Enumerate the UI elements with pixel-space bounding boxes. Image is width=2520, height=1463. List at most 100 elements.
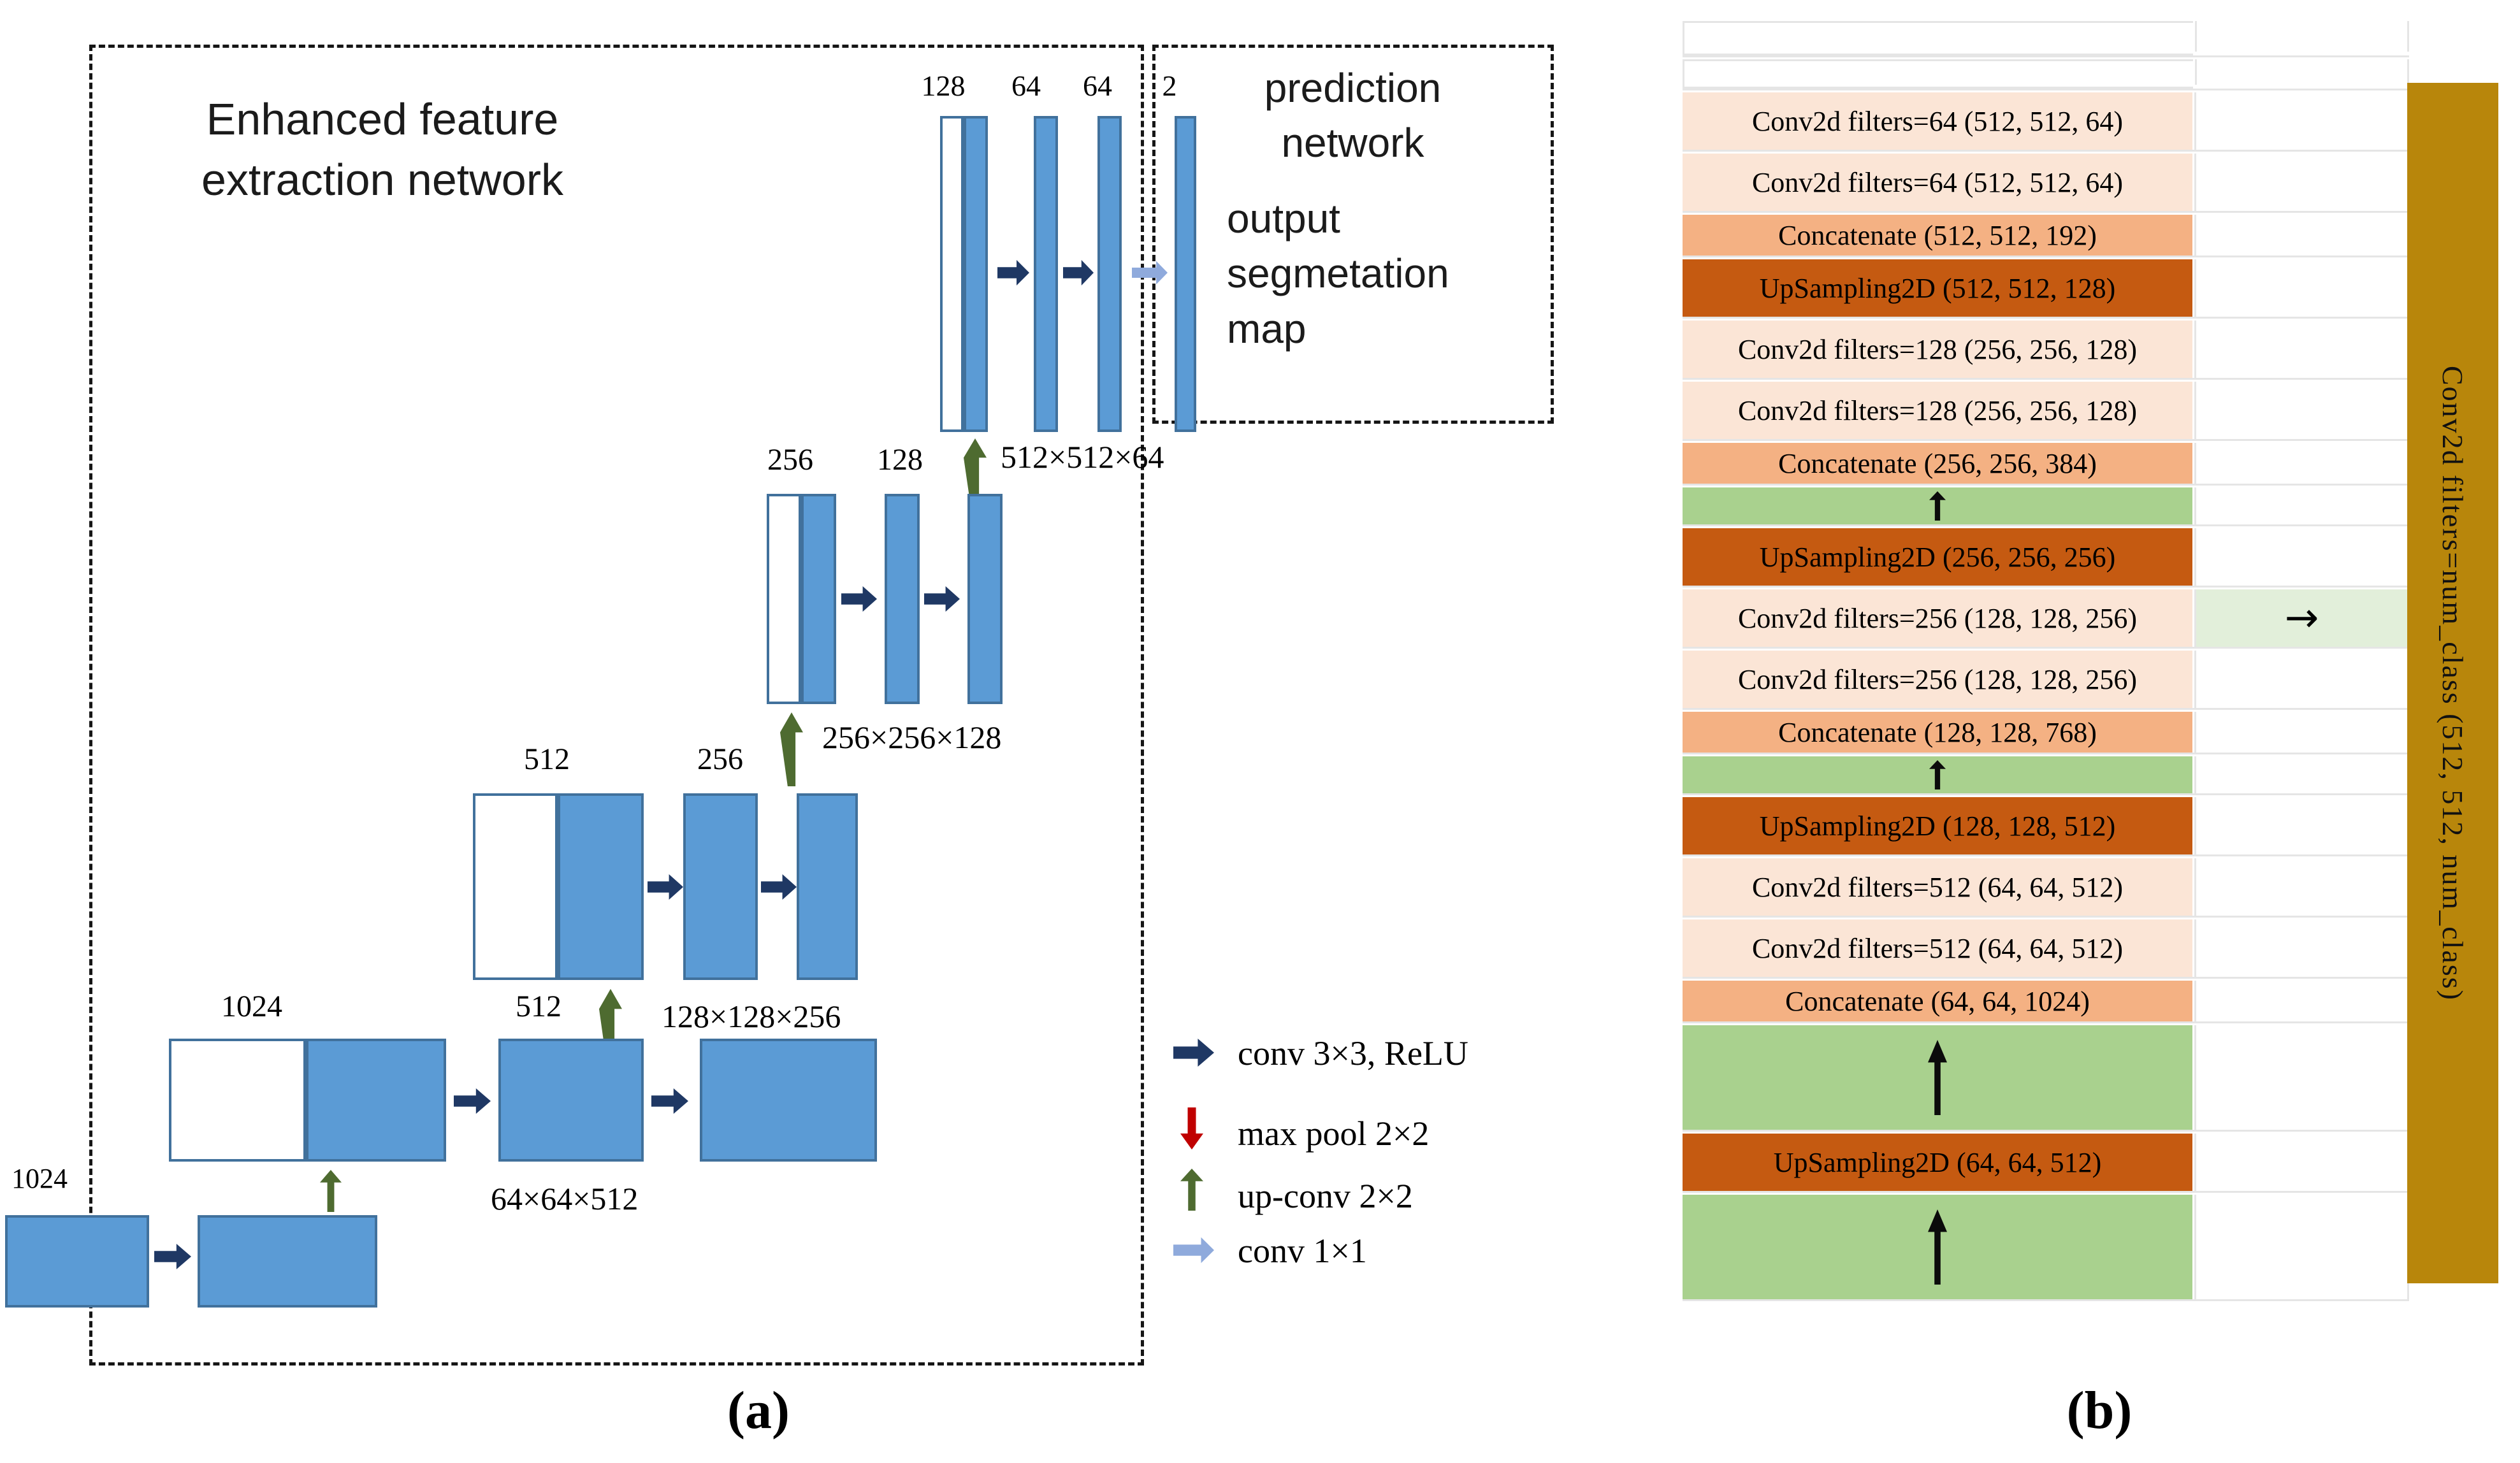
channels-label: 2	[1162, 69, 1177, 102]
feature-map-bar	[558, 793, 644, 980]
layer-row-conv: Conv2d filters=64 (512, 512, 64)	[1683, 92, 2409, 152]
final-conv-layer-bar: Conv2d filters=num_class (512, 512, num_…	[2407, 83, 2498, 1283]
grid-cell	[2194, 1195, 2409, 1299]
layer-row-arrow	[1683, 756, 2409, 795]
layer-cell: Conv2d filters=128 (256, 256, 128)	[1683, 321, 2192, 378]
grid-cell	[2194, 1025, 2409, 1130]
prediction-network-title: prediction network	[1264, 65, 1442, 166]
feature-dim-label: 128×128×256	[662, 998, 841, 1034]
legend-conv1x1-arrow-icon	[1173, 1237, 1214, 1264]
upsample-flow-cell	[1683, 1195, 2192, 1299]
feature-map-bar	[797, 793, 858, 980]
feature-map-bar	[885, 494, 920, 704]
feature-map-bar	[1097, 116, 1122, 432]
feature-map-bar	[683, 793, 758, 980]
copied-feature-bar	[169, 1039, 306, 1162]
layer-cell: Conv2d filters=64 (512, 512, 64)	[1683, 154, 2192, 211]
output-segmentation-label: output segmetation map	[1227, 196, 1449, 352]
copied-feature-bar	[473, 793, 558, 980]
feature-map-bar	[964, 116, 988, 432]
layer-cell: Conv2d filters=256 (128, 128, 256)	[1683, 651, 2192, 708]
grid-cell	[2194, 919, 2409, 977]
layer-cell	[1683, 59, 2193, 89]
layer-row-arrow	[1683, 487, 2409, 526]
layer-cell: Conv2d filters=128 (256, 256, 128)	[1683, 382, 2192, 439]
layer-cell: Conv2d filters=512 (64, 64, 512)	[1683, 919, 2192, 977]
channels-label: 512	[524, 742, 570, 776]
layer-cell: Conv2d filters=256 (128, 128, 256)	[1683, 589, 2192, 647]
feature-map-box	[198, 1215, 377, 1308]
layer-row-arrow2	[1683, 1195, 2409, 1301]
layer-row-conv: Conv2d filters=256 (128, 128, 256)	[1683, 651, 2409, 710]
layer-cell: Conv2d filters=64 (512, 512, 64)	[1683, 92, 2192, 150]
grid-cell	[2194, 443, 2409, 484]
layer-row-blank2	[1683, 59, 2409, 90]
channels-label: 64	[1083, 69, 1112, 102]
channels-label: 64	[1011, 69, 1041, 102]
panel-b-caption: (b)	[2066, 1381, 2133, 1440]
legend-maxpool-arrow-icon	[1180, 1107, 1203, 1150]
grid-cell	[2194, 528, 2409, 586]
output-feature-bar	[1175, 116, 1196, 432]
layer-row-arrow2	[1683, 1025, 2409, 1132]
channels-label: 1024	[11, 1163, 68, 1194]
grid-cell	[2194, 1134, 2409, 1191]
copied-feature-bar	[767, 494, 801, 704]
layer-row-upsample: UpSampling2D (128, 128, 512)	[1683, 797, 2409, 856]
layer-cell: UpSampling2D (64, 64, 512)	[1683, 1134, 2192, 1191]
panel-a-title: Enhanced feature extraction network	[201, 94, 564, 205]
layer-table: Conv2d filters=64 (512, 512, 64)Conv2d f…	[1683, 21, 2409, 1303]
channels-label: 512	[516, 990, 561, 1023]
layer-row-concat: Concatenate (64, 64, 1024)	[1683, 981, 2409, 1023]
up-arrow-icon	[1929, 760, 1946, 789]
channels-label: 128	[921, 69, 966, 102]
final-conv-layer-label: Conv2d filters=num_class (512, 512, num_…	[2437, 365, 2469, 1001]
feature-dim-label: 64×64×512	[491, 1181, 639, 1216]
layer-row-conv: Conv2d filters=512 (64, 64, 512)	[1683, 919, 2409, 979]
layer-row-concat: Concatenate (128, 128, 768)	[1683, 712, 2409, 754]
grid-cell	[2194, 712, 2409, 753]
upsample-flow-cell	[1683, 756, 2192, 793]
layer-cell: Concatenate (256, 256, 384)	[1683, 443, 2192, 484]
grid-cell	[2194, 215, 2409, 256]
grid-cell	[2194, 321, 2409, 378]
layer-row-concat: Concatenate (512, 512, 192)	[1683, 215, 2409, 257]
layer-row-upsample: UpSampling2D (64, 64, 512)	[1683, 1134, 2409, 1193]
prediction-network-box	[1152, 45, 1554, 424]
layer-cell	[1683, 21, 2193, 55]
grid-cell	[2194, 21, 2409, 52]
layer-row-conv: Conv2d filters=128 (256, 256, 128)	[1683, 382, 2409, 441]
feature-map-bar	[967, 494, 1003, 704]
channels-label: 1024	[221, 990, 282, 1023]
legend-upconv-arrow-icon	[1180, 1169, 1203, 1211]
skip-connection-cell: →	[2194, 589, 2409, 647]
layer-row-conv: Conv2d filters=64 (512, 512, 64)	[1683, 154, 2409, 213]
panel-a-caption: (a)	[727, 1381, 790, 1440]
layer-row-upsample: UpSampling2D (256, 256, 256)	[1683, 528, 2409, 587]
up-arrow-icon	[1928, 1040, 1947, 1115]
layer-cell: Concatenate (128, 128, 768)	[1683, 712, 2192, 753]
channels-label: 128	[877, 443, 923, 477]
legend-conv-arrow-icon	[1173, 1039, 1214, 1067]
layer-row-concat: Concatenate (256, 256, 384)	[1683, 443, 2409, 486]
feature-dim-label: 512×512×64	[1001, 439, 1164, 475]
layer-row-blank	[1683, 21, 2409, 57]
channels-label: 256	[697, 742, 743, 776]
feature-map-bar	[306, 1039, 446, 1162]
grid-cell	[2194, 487, 2409, 524]
upsample-flow-cell	[1683, 1025, 2192, 1130]
legend-maxpool-label: max pool 2×2	[1238, 1114, 1430, 1153]
layer-row-conv: Conv2d filters=256 (128, 128, 256)→	[1683, 589, 2409, 649]
grid-cell	[2194, 154, 2409, 211]
feature-map-bar	[801, 494, 836, 704]
feature-map-box	[5, 1215, 149, 1308]
layer-row-upsample: UpSampling2D (512, 512, 128)	[1683, 259, 2409, 319]
grid-cell	[2194, 858, 2409, 916]
grid-cell	[2194, 651, 2409, 708]
feature-map-bar	[1034, 116, 1058, 432]
channels-label: 256	[767, 443, 813, 477]
copied-feature-bar	[940, 116, 964, 432]
layer-cell: Concatenate (64, 64, 1024)	[1683, 981, 2192, 1021]
layer-cell: UpSampling2D (128, 128, 512)	[1683, 797, 2192, 854]
